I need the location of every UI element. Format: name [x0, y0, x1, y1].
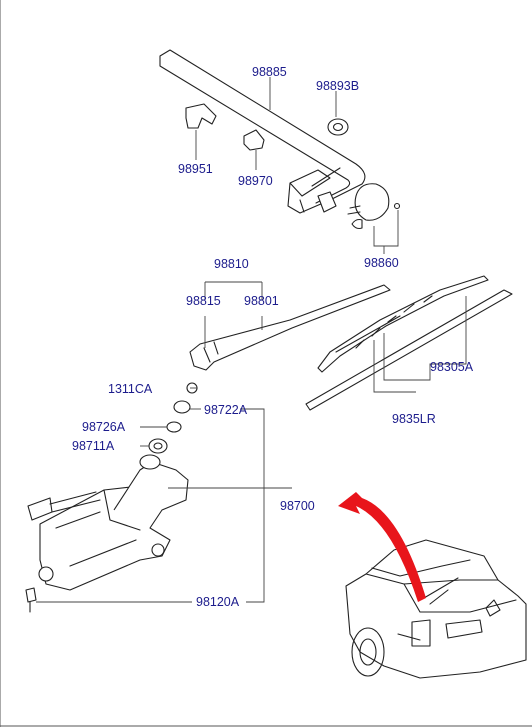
wiper-motor [39, 469, 189, 591]
hose-connector [243, 129, 265, 151]
washer-nozzle [354, 183, 390, 221]
lower-leaders [36, 387, 292, 603]
callout-98726A: 98726A [82, 420, 126, 434]
car-illustration [345, 539, 527, 679]
grommet [327, 118, 349, 136]
wiper-blade [317, 275, 489, 373]
callout-1311CA: 1311CA [108, 382, 153, 396]
callout-98970: 98970 [238, 174, 273, 188]
top-leaders [195, 77, 399, 254]
direction-arrow [338, 492, 426, 602]
callout-98815: 98815 [186, 294, 221, 308]
callout-98893B: 98893B [316, 79, 359, 93]
bolt [25, 587, 37, 603]
washer-hose-group [159, 49, 401, 230]
callout-98700: 98700 [280, 499, 315, 513]
callout-98801: 98801 [244, 294, 279, 308]
wiper-arm-group [189, 275, 513, 411]
callout-98722A: 98722A [204, 403, 248, 417]
callout-98810: 98810 [214, 257, 249, 271]
callout-98885: 98885 [252, 65, 287, 79]
hose-clip [185, 103, 217, 129]
blade-rubber [305, 289, 513, 411]
middle-leaders [204, 281, 467, 393]
callout-98860: 98860 [364, 256, 399, 270]
bushing [148, 438, 168, 454]
callout-98951: 98951 [178, 162, 213, 176]
cap [173, 400, 191, 414]
wiper-arm [189, 284, 391, 371]
washer [166, 421, 182, 433]
callout-98305A: 98305A [430, 360, 474, 374]
callout-98120A: 98120A [196, 595, 240, 609]
callout-labels: 98885 98893B 98951 98970 98860 98810 988… [72, 65, 474, 609]
wiper-motor-group [25, 382, 198, 613]
callout-9835LR: 9835LR [392, 412, 436, 426]
callout-98711A: 98711A [72, 439, 115, 453]
